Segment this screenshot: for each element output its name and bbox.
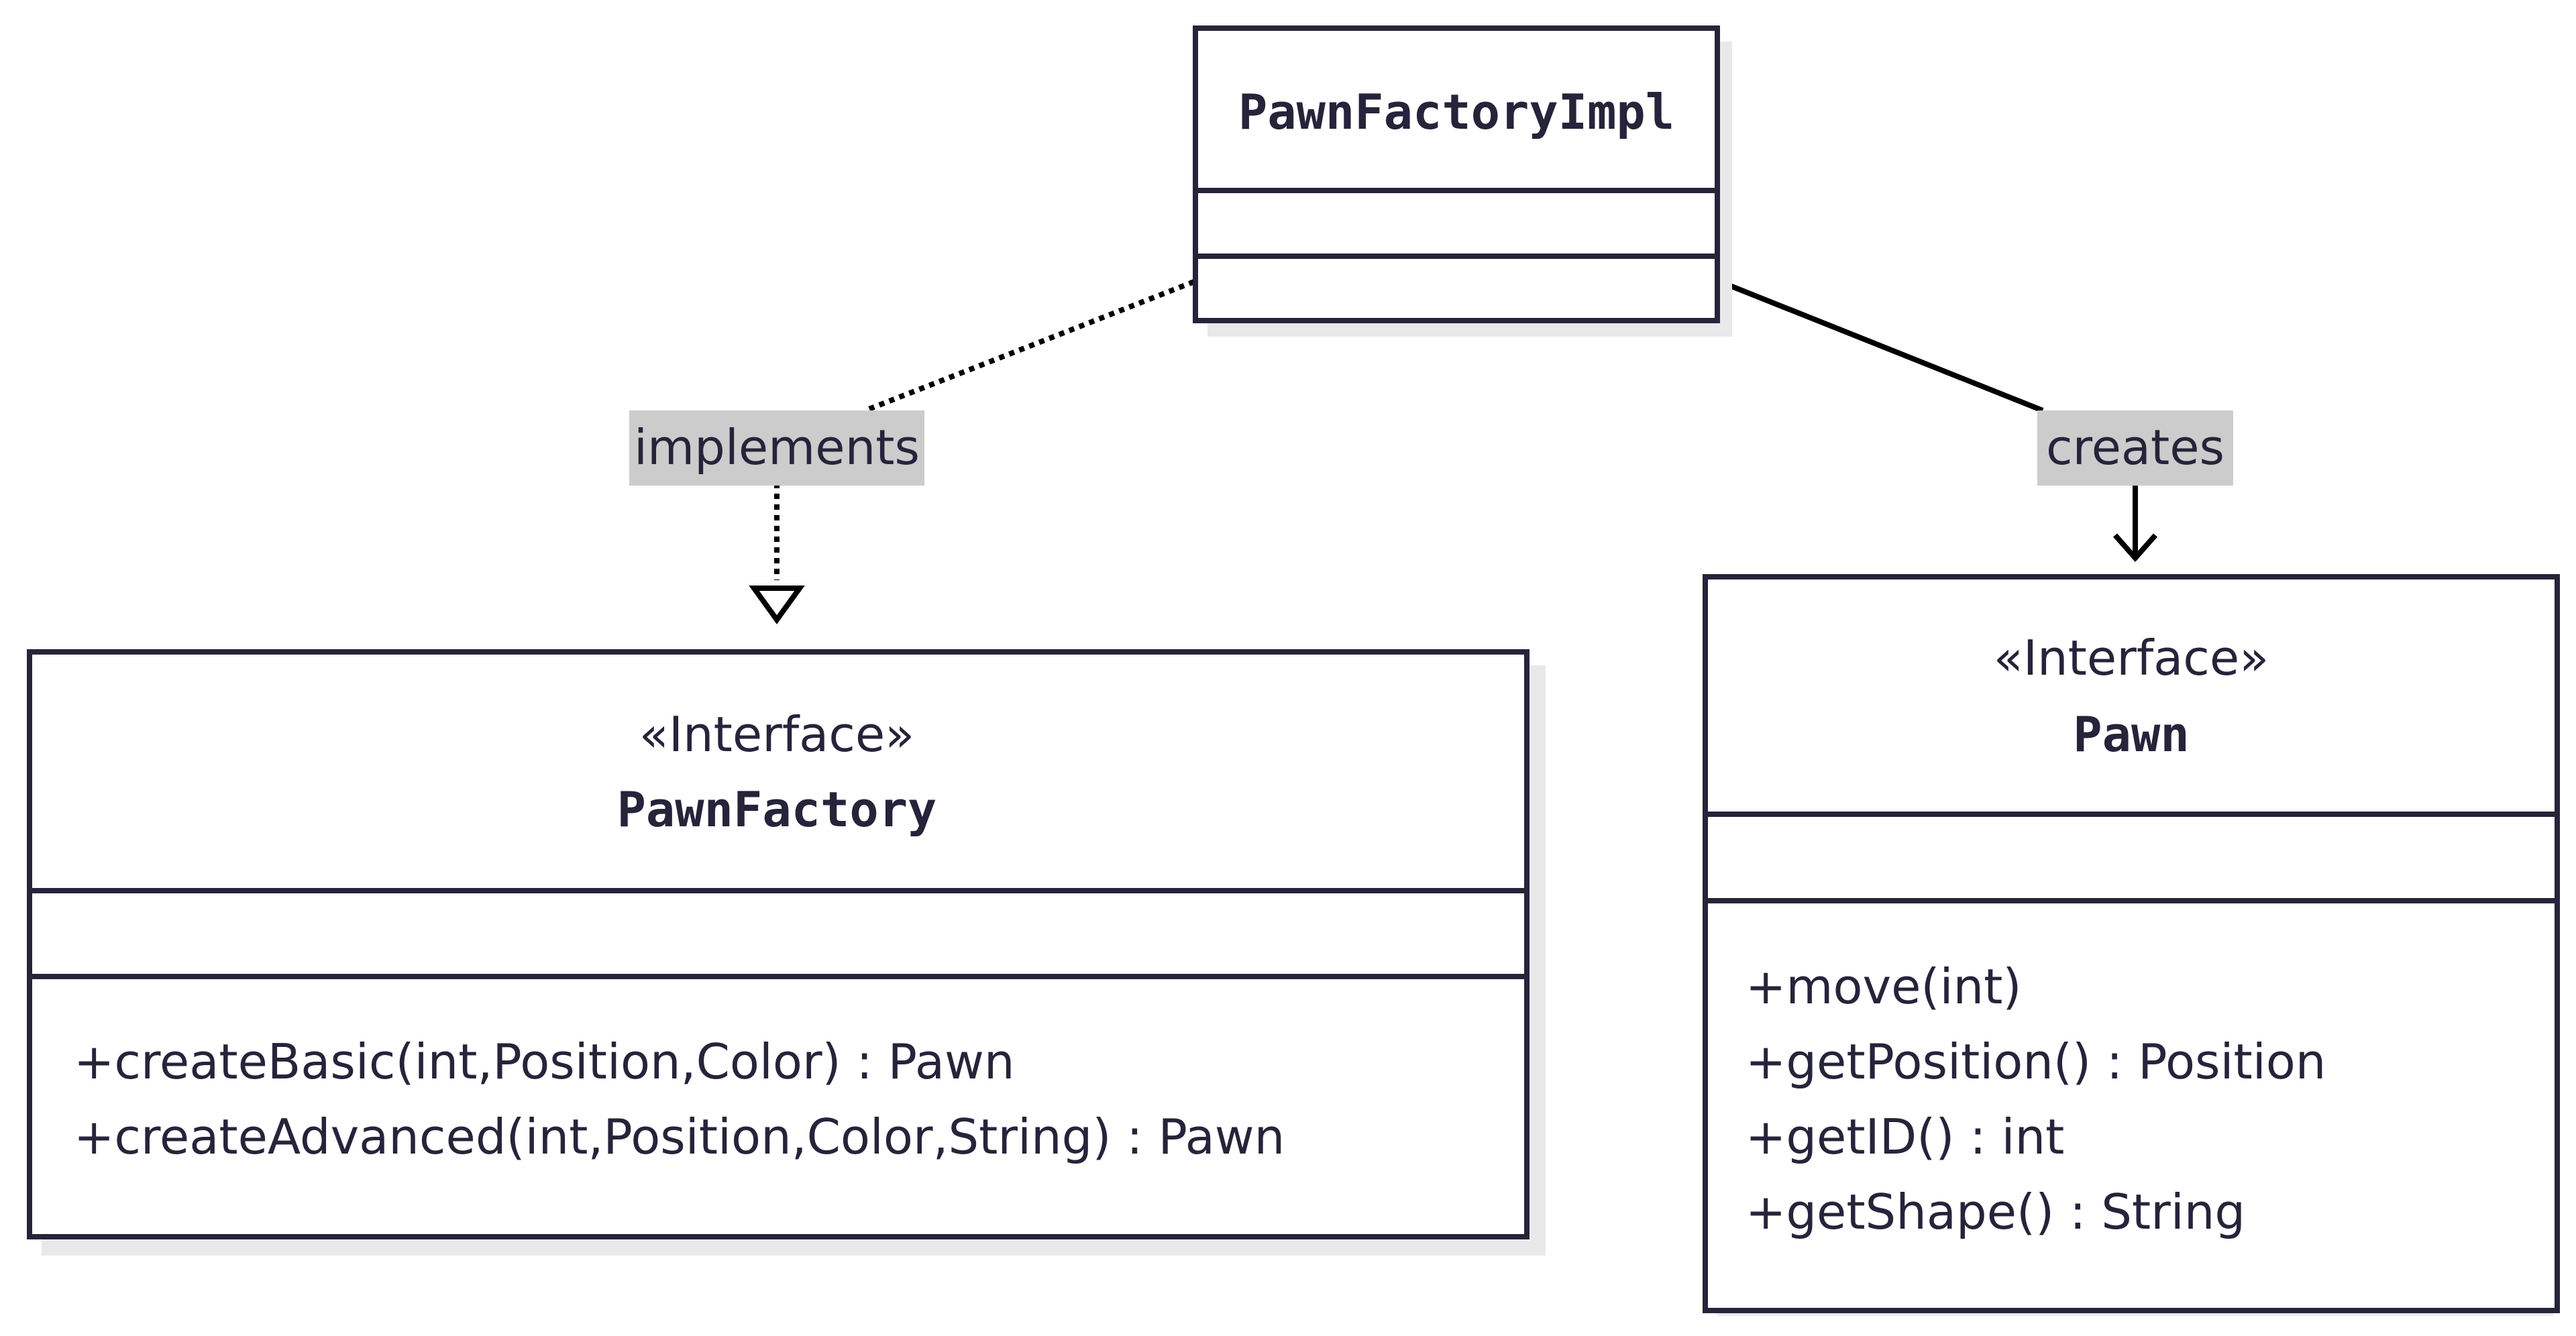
class-name: PawnFactory xyxy=(617,781,937,838)
class-method: +createBasic(int,Position,Color) : Pawn xyxy=(74,1034,1015,1090)
class-method: +createAdvanced(int,Position,Color,Strin… xyxy=(74,1109,1285,1165)
class-box-pawn[interactable]: «Interface» Pawn +move(int) +getPosition… xyxy=(1703,574,2560,1316)
class-method: +getPosition() : Position xyxy=(1746,1034,2326,1090)
class-method: +getID() : int xyxy=(1746,1109,2064,1165)
class-name: PawnFactoryImpl xyxy=(1238,84,1674,140)
creates-label: creates xyxy=(2046,419,2224,476)
creates-edge-line xyxy=(1719,279,2044,413)
relation-creates: creates xyxy=(1719,279,2233,563)
open-arrowhead-icon xyxy=(2113,533,2157,563)
class-box-pawnfactory[interactable]: «Interface» PawnFactory +createBasic(int… xyxy=(27,649,1546,1256)
class-border xyxy=(1193,25,1720,323)
class-border xyxy=(1703,574,2560,1313)
class-stereotype: «Interface» xyxy=(1994,630,2269,686)
implements-edge-line xyxy=(864,279,1195,413)
class-stereotype: «Interface» xyxy=(639,706,914,763)
creates-label-bg xyxy=(2037,410,2233,486)
class-name: Pawn xyxy=(2073,706,2189,763)
relation-implements: implements xyxy=(629,279,1195,624)
hollow-triangle-arrowhead-icon xyxy=(749,586,805,624)
class-method: +getShape() : String xyxy=(1746,1184,2245,1240)
class-border xyxy=(27,649,1529,1239)
implements-label-bg xyxy=(629,410,924,486)
implements-label: implements xyxy=(634,419,920,476)
class-box-pawnfactoryimpl[interactable]: PawnFactoryImpl xyxy=(1193,25,1732,337)
class-method: +move(int) xyxy=(1746,958,2021,1015)
